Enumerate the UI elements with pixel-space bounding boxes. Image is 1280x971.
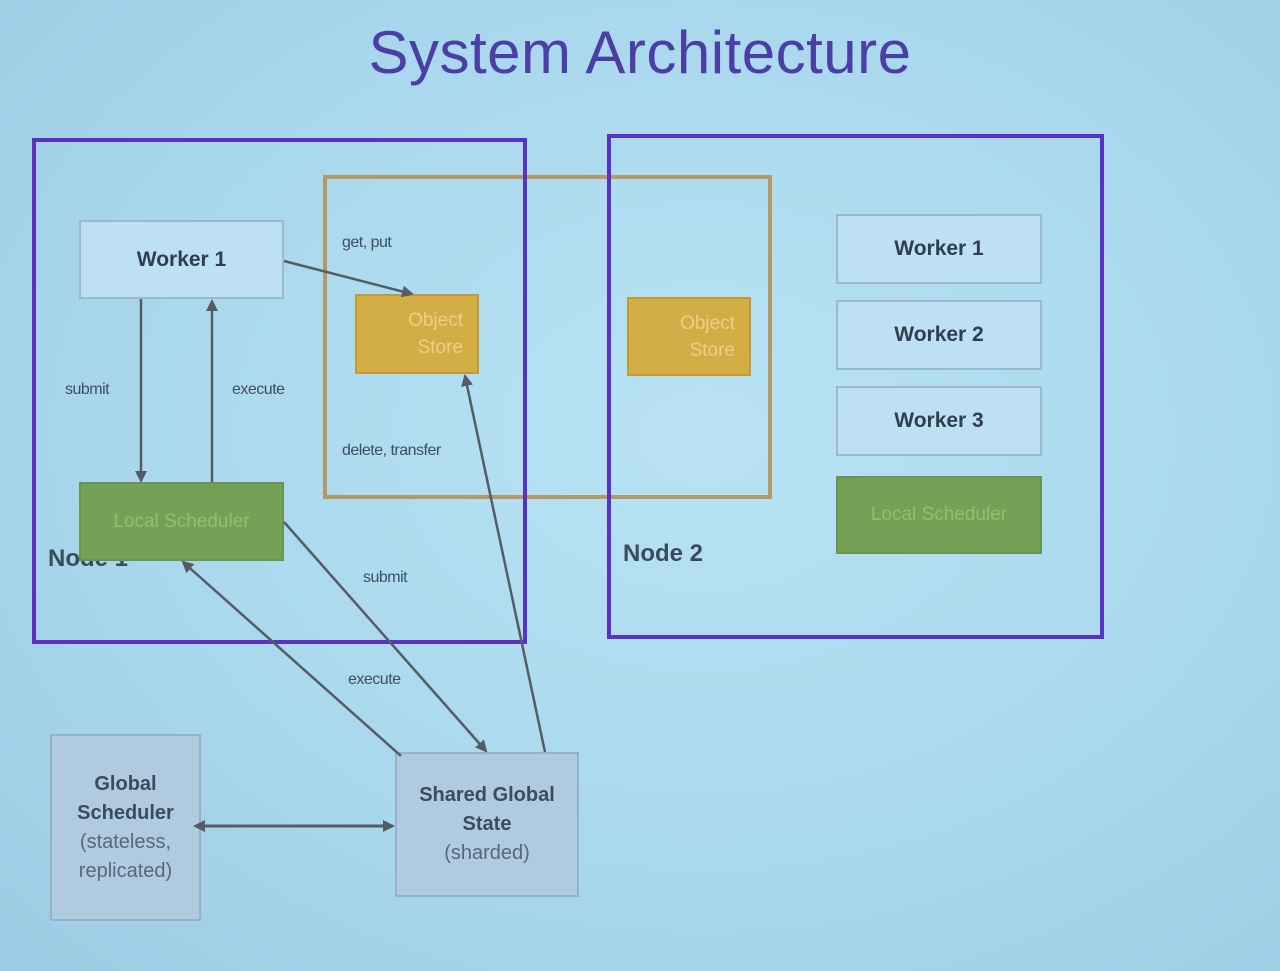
node-2-object-store: Object Store	[627, 297, 751, 376]
node-2-worker-3: Worker 3	[836, 386, 1042, 456]
object-store-line-1: Object	[408, 310, 463, 331]
node-2-worker-1: Worker 1	[836, 214, 1042, 284]
shared-state-line-2: State	[462, 813, 512, 835]
edge-label-get-put: get, put	[342, 234, 392, 251]
node-1-worker-1: Worker 1	[79, 220, 284, 299]
edge-label-execute-left: execute	[232, 381, 285, 398]
global-scheduler-label: Global Scheduler (stateless, replicated)	[77, 770, 174, 886]
edge-label-submit-left: submit	[65, 381, 110, 398]
node-2-label: Node 2	[623, 540, 704, 567]
shared-state-line-1: Shared Global	[419, 784, 555, 806]
shared-global-state: Shared Global State (sharded)	[395, 752, 579, 897]
shared-state-line-3: (sharded)	[444, 842, 530, 864]
arrow-submit-scheduler-to-state	[283, 521, 488, 753]
node-2-worker-3-label: Worker 3	[894, 409, 984, 432]
arrow-state-to-object-store	[461, 374, 547, 753]
node-2-object-store-label: Object Store	[680, 310, 735, 364]
global-scheduler: Global Scheduler (stateless, replicated)	[50, 734, 201, 921]
node-1-worker-1-label: Worker 1	[136, 247, 227, 271]
node-1-object-store-label: Object Store	[408, 307, 463, 361]
global-scheduler-line-4: replicated)	[78, 859, 173, 882]
global-scheduler-line-1: Global	[94, 772, 157, 795]
object-store-line-2: Store	[417, 337, 463, 358]
edge-label-submit-mid: submit	[363, 569, 408, 586]
object-store-line-2: Store	[689, 339, 735, 361]
node-2-frame	[607, 134, 1104, 639]
node-2-worker-2: Worker 2	[836, 300, 1042, 370]
node-2-worker-1-label: Worker 1	[894, 237, 984, 260]
node-1-local-scheduler: Local Scheduler	[79, 482, 284, 561]
global-scheduler-line-3: (stateless,	[79, 830, 172, 853]
edge-label-delete-transfer: delete, transfer	[342, 442, 441, 459]
shared-global-state-label: Shared Global State (sharded)	[419, 781, 555, 868]
node-2-worker-2-label: Worker 2	[894, 323, 984, 346]
arrow-worker-to-object-store	[283, 259, 414, 298]
object-store-line-1: Object	[680, 312, 735, 334]
edge-label-execute-mid: execute	[348, 671, 401, 688]
node-1-local-scheduler-label: Local Scheduler	[113, 510, 250, 532]
slide-title: System Architecture	[368, 19, 912, 86]
arrow-execute-state-to-scheduler	[181, 560, 402, 757]
node-1-object-store: Object Store	[355, 294, 479, 374]
node-2-local-scheduler-label: Local Scheduler	[870, 504, 1008, 525]
object-store-frame	[323, 175, 772, 499]
node-2-local-scheduler: Local Scheduler	[836, 476, 1042, 554]
global-scheduler-line-2: Scheduler	[77, 801, 174, 824]
node-1-frame	[32, 138, 527, 644]
